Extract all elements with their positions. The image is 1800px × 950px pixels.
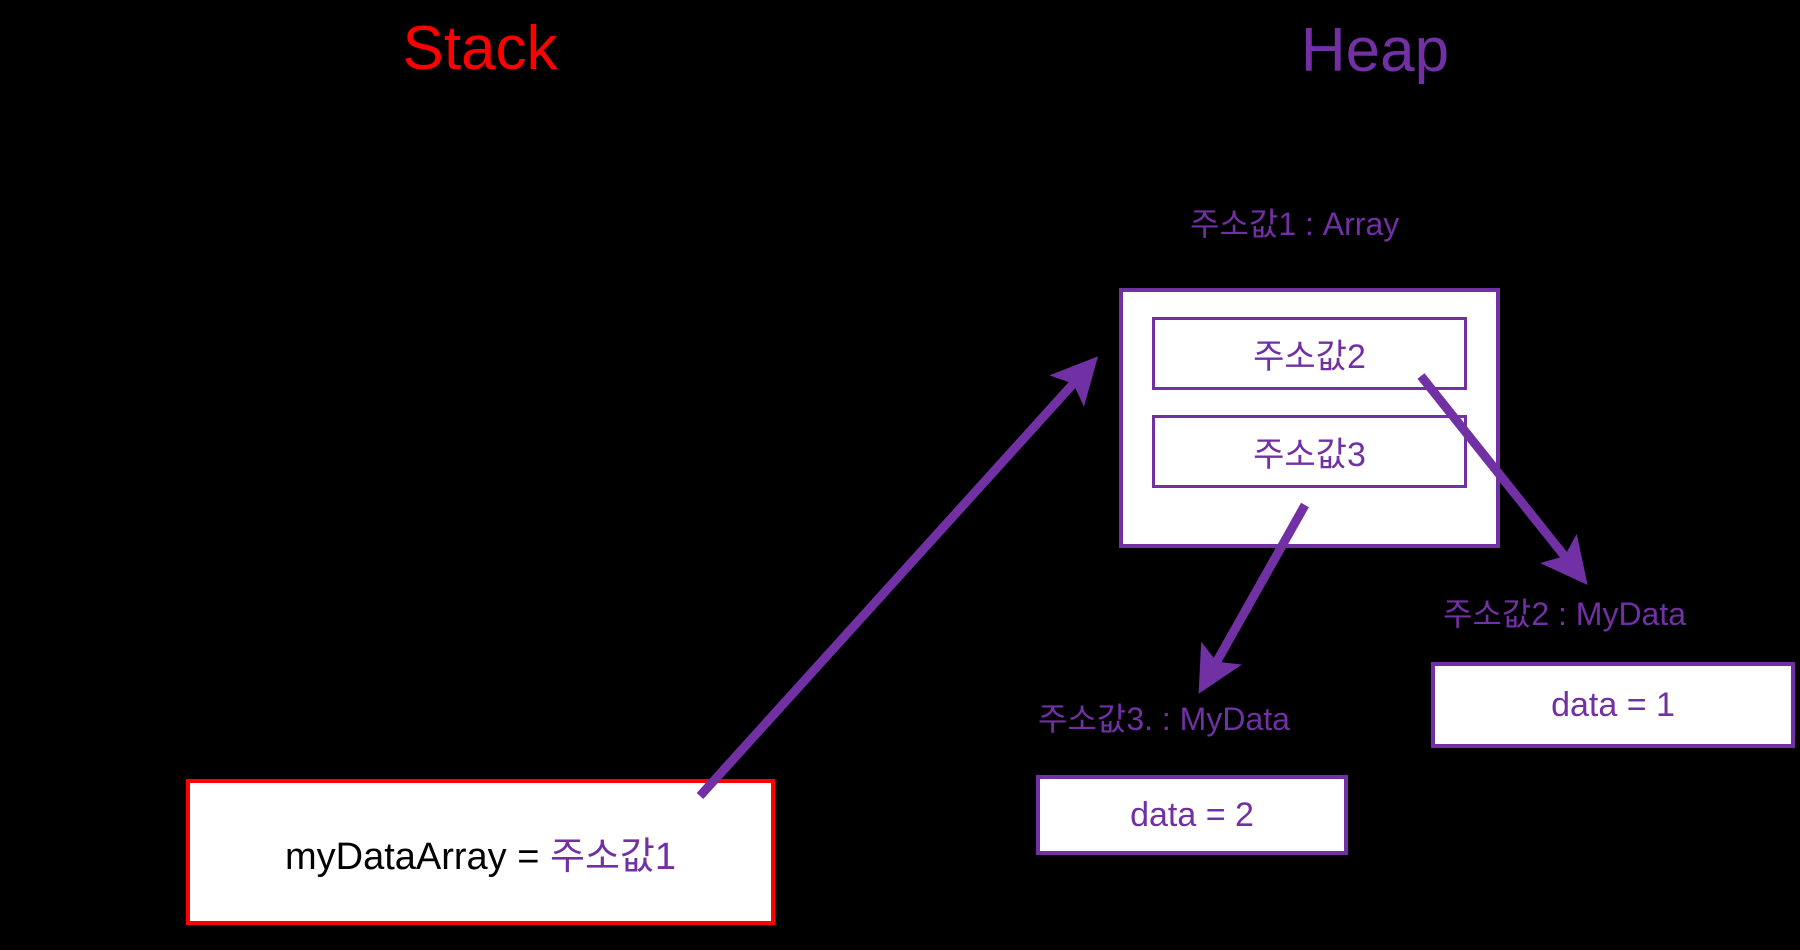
stack-section-title: Stack — [402, 14, 558, 83]
array-cell-0-label: 주소값2 — [1253, 338, 1366, 376]
array-object-box: 주소값2 주소값3 — [1119, 288, 1500, 548]
stack-variable-box: myDataArray = 주소값1 — [186, 779, 775, 925]
stack-variable-value: 주소값1 — [550, 835, 677, 878]
mydata1-field-label: data = 1 — [1551, 685, 1675, 724]
array-object-caption: 주소값1 : Array — [1190, 206, 1400, 242]
array-cell-1: 주소값3 — [1152, 415, 1467, 488]
array-cell-1-label: 주소값3 — [1253, 436, 1366, 474]
mydata1-object-caption: 주소값2 : MyData — [1443, 596, 1687, 632]
stack-variable-label: myDataArray = 주소값1 — [285, 825, 676, 880]
mydata2-object-box: data = 2 — [1036, 775, 1348, 855]
heap-section-title: Heap — [1300, 16, 1450, 85]
stack-variable-name: myDataArray = — [284, 835, 550, 878]
arrow-stack-to-array — [696, 356, 1099, 800]
mydata2-field-label: data = 2 — [1130, 795, 1254, 834]
mydata2-object-caption: 주소값3. : MyData — [1038, 701, 1290, 737]
array-cell-0: 주소값2 — [1152, 317, 1467, 390]
mydata1-object-box: data = 1 — [1431, 662, 1795, 748]
